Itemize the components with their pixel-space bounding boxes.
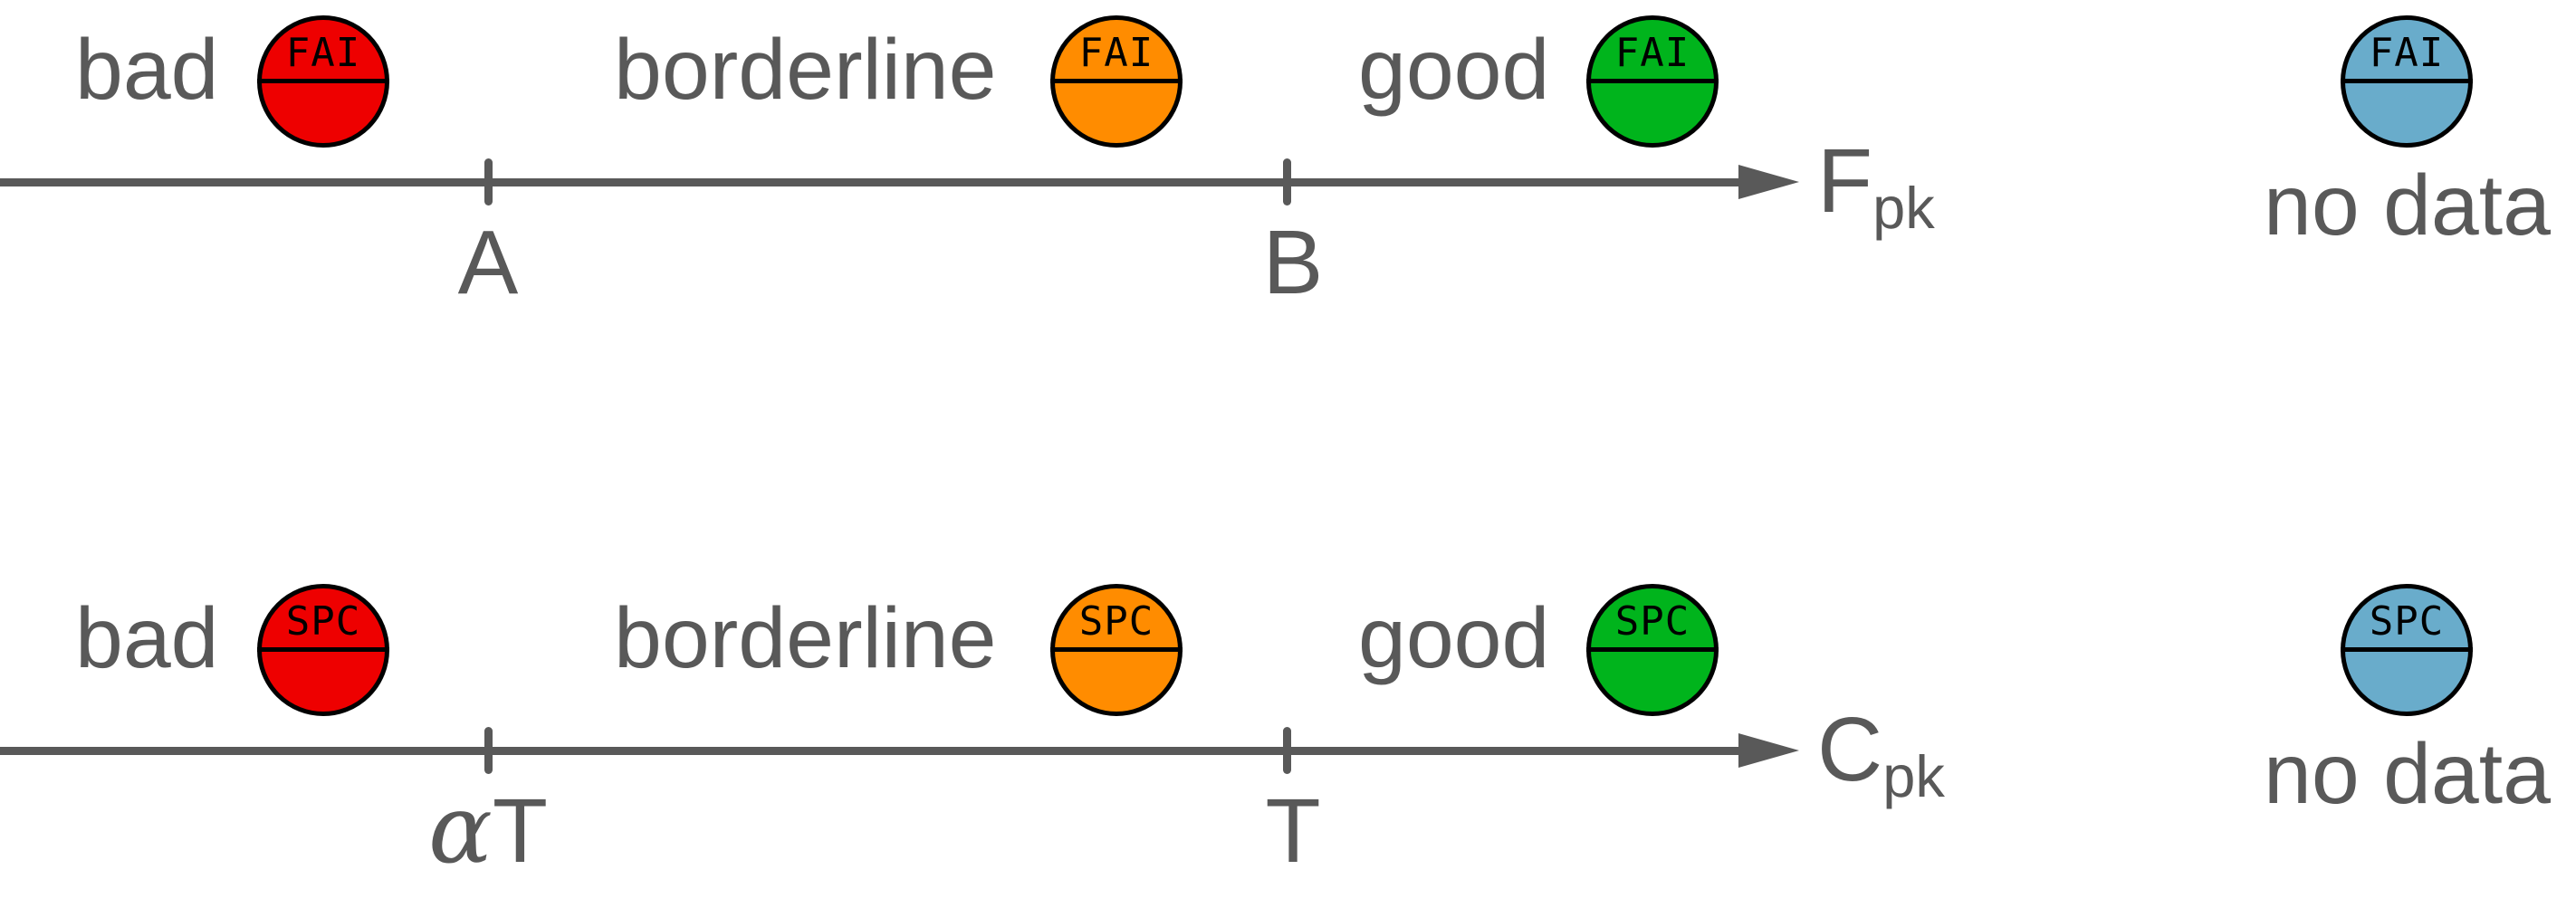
cpk-axis-title: Cpk [1817,704,1945,806]
spc-borderline-circle: SPC [1050,584,1183,716]
cpk-axis-group: bad SPC borderline SPC good SPC αT T Cpk… [0,569,2576,908]
fai-badge: FAI [1078,30,1154,76]
tick-B [1283,158,1291,205]
circle-divider [1050,647,1183,652]
region-label-bad: bad [75,22,219,118]
spc-good-circle: SPC [1586,584,1719,716]
region-label-good: good [1358,590,1550,686]
fai-badge: FAI [285,30,361,76]
fai-badge: FAI [2369,30,2445,76]
spc-bad-circle: SPC [257,584,389,716]
tick-alphaT [484,727,493,774]
fai-badge: FAI [1614,30,1690,76]
spc-badge: SPC [285,598,361,645]
region-label-borderline: borderline [614,590,997,686]
no-data-label: no data [2264,726,2551,822]
tick-label-A: A [388,214,588,309]
no-data-label: no data [2264,158,2551,253]
cpk-axis-arrowhead-icon [1738,733,1799,768]
tick-label-A-main: A [457,212,519,313]
circle-divider [1586,79,1719,83]
spc-badge: SPC [1614,598,1690,645]
spc-badge: SPC [2369,598,2445,645]
fpk-subscript: pk [1872,175,1935,242]
fai-no-data-circle: FAI [2341,15,2473,148]
tick-A [484,158,493,205]
circle-divider [2341,79,2473,83]
region-label-bad: bad [75,590,219,686]
circle-divider [2341,647,2473,652]
fai-good-circle: FAI [1586,15,1719,148]
fpk-axis-line [0,178,1741,186]
tick-label-alphaT: αT [388,782,588,877]
tick-T [1283,727,1291,774]
tick-label-B-main: B [1262,212,1324,313]
tick-label-alphaT-prefix: α [428,774,493,884]
circle-divider [257,79,389,83]
circle-divider [257,647,389,652]
fpk-axis-group: bad FAI borderline FAI good FAI A B Fpk … [0,0,2576,344]
fpk-axis-arrowhead-icon [1738,165,1799,199]
region-label-good: good [1358,22,1550,118]
tick-label-B: B [1193,214,1393,309]
tick-label-T: T [1193,782,1393,877]
cpk-subscript: pk [1882,743,1945,810]
fai-bad-circle: FAI [257,15,389,148]
cpk-axis-line [0,747,1741,755]
region-label-borderline: borderline [614,22,997,118]
spc-badge: SPC [1078,598,1154,645]
fpk-axis-title: Fpk [1817,136,1935,237]
tick-label-alphaT-main: T [492,780,548,882]
spc-no-data-circle: SPC [2341,584,2473,716]
fai-borderline-circle: FAI [1050,15,1183,148]
tick-label-T-main: T [1265,780,1321,882]
fpk-symbol: F [1817,130,1873,232]
circle-divider [1050,79,1183,83]
cpk-symbol: C [1817,699,1883,800]
circle-divider [1586,647,1719,652]
